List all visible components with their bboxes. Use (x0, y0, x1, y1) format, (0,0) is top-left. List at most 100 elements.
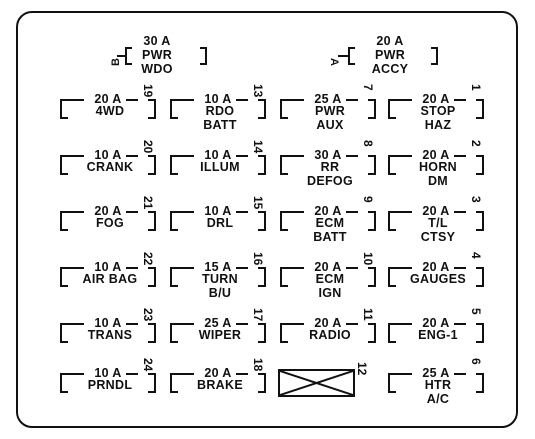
fuse-bracket-right (148, 99, 156, 119)
fuse-extra: AUX (316, 118, 344, 132)
fuse-number: 15 (251, 196, 265, 210)
fuse-number: 12 (355, 362, 369, 376)
fuse-top-line (126, 323, 138, 325)
fuse-top-line (388, 155, 412, 157)
fuse-name: T/L (428, 216, 448, 230)
fuse-top-line (454, 373, 466, 375)
fuse-number: 18 (251, 358, 265, 372)
fuse-extra: ACCY (371, 62, 409, 76)
fuse-amperage: 20 A (314, 204, 342, 218)
fuse-amperage: 20 A (422, 260, 450, 274)
fuse-amperage: 30 A (143, 34, 171, 48)
fuse-number: 6 (469, 358, 483, 365)
side-label-a: A (327, 58, 340, 66)
fuse-amperage: 10 A (94, 366, 122, 380)
fuse-name: TURN (202, 272, 238, 286)
fuse-top-line (388, 323, 412, 325)
fuse-bracket-right (148, 323, 156, 343)
fuse-bracket-right (368, 211, 376, 231)
fuse-name: PWR (314, 104, 346, 118)
fuse-top-line (236, 99, 248, 101)
fuse-extra: DM (427, 174, 449, 188)
fuse-bracket-right (258, 99, 266, 119)
empty-slot-cross-icon (280, 371, 353, 395)
fuse-top-line (60, 267, 84, 269)
fuse-number: 3 (469, 196, 483, 203)
fuse-top-line (280, 155, 304, 157)
fuse-top-line (126, 211, 138, 213)
fuse-amperage: 25 A (204, 316, 232, 330)
fuse-amperage: 10 A (204, 92, 232, 106)
fuse-amperage: 30 A (314, 148, 342, 162)
fuse-number: 1 (469, 84, 483, 91)
fuse-amperage: 20 A (314, 260, 342, 274)
fuse-top-line (346, 155, 358, 157)
fuse-name: PWR (374, 48, 406, 62)
fuse-top-line (60, 323, 84, 325)
fuse-name: BRAKE (197, 378, 243, 392)
fuse-top-line (346, 99, 358, 101)
fuse-top-line (236, 373, 248, 375)
fuse-top-line (454, 267, 466, 269)
fuse-number: 14 (251, 140, 265, 154)
fuse-bracket-right (476, 373, 484, 393)
fuse-tick (338, 55, 350, 57)
fuse-top-line (280, 323, 304, 325)
fuse-bracket-right (258, 211, 266, 231)
fuse-amperage: 10 A (204, 148, 232, 162)
fuse-extra: B/U (208, 286, 232, 300)
fuse-number: 4 (469, 252, 483, 259)
fuse-top-line (280, 99, 304, 101)
fuse-bracket-right (476, 99, 484, 119)
fuse-top-line (388, 373, 412, 375)
fuse-number: 16 (251, 252, 265, 266)
fuse-number: 5 (469, 308, 483, 315)
fuse-extra: WDO (141, 62, 173, 76)
fuse-top-line (454, 99, 466, 101)
fuse-name: RDO (205, 104, 235, 118)
fuse-bracket-left (348, 47, 355, 65)
fuse-amperage: 15 A (204, 260, 232, 274)
fuse-top-line (454, 323, 466, 325)
fuse-top-line (388, 267, 412, 269)
fuse-bracket-right (148, 211, 156, 231)
fuse-number: 24 (141, 358, 155, 372)
fuse-amperage: 20 A (376, 34, 404, 48)
fuse-amperage: 20 A (204, 366, 232, 380)
fuse-extra: HAZ (424, 118, 452, 132)
fuse-pwr-wdo: B 30 A PWR WDO (110, 34, 213, 104)
fuse-name: TRANS (87, 328, 133, 342)
fuse-top-line (126, 373, 138, 375)
fuse-top-line (170, 211, 194, 213)
fuse-bracket-right (476, 267, 484, 287)
fuse-name: HTR (424, 378, 452, 392)
fuse-amperage: 20 A (422, 316, 450, 330)
fuse-name: ENG-1 (418, 328, 458, 342)
fuse-bracket-right (200, 47, 207, 65)
fuse-number: 8 (361, 140, 375, 147)
fuse-number: 2 (469, 140, 483, 147)
fuse-top-line (126, 99, 138, 101)
fuse-bracket-right (258, 155, 266, 175)
fuse-amperage: 25 A (314, 92, 342, 106)
fuse-top-line (126, 267, 138, 269)
fuse-pwr-accy: A 20 A PWR ACCY (328, 34, 438, 104)
fuse-number: 21 (141, 196, 155, 210)
fuse-amperage: 20 A (422, 204, 450, 218)
fuse-top-line (170, 323, 194, 325)
fuse-bracket-right (368, 155, 376, 175)
